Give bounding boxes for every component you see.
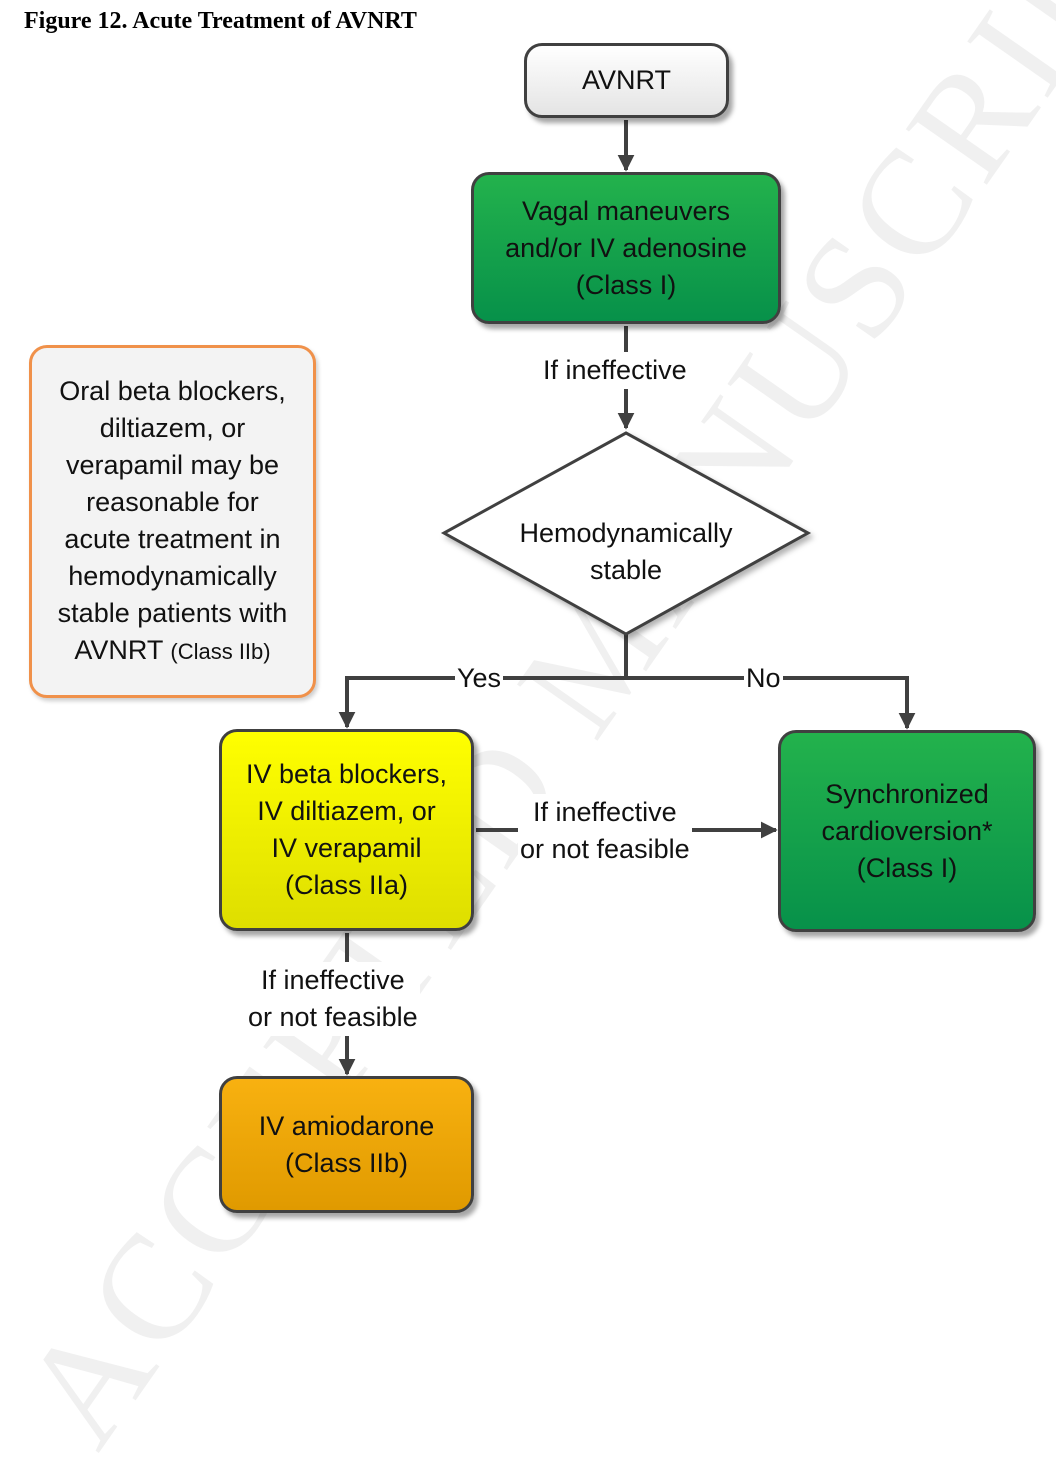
oral-therapy-note: Oral beta blockers, diltiazem, or verapa… [29, 345, 316, 698]
label-no: No [744, 660, 783, 697]
cardioversion-node: Synchronized cardioversion* (Class I) [778, 730, 1036, 932]
decision-hemodynamically-stable: Hemodynamically stable [519, 518, 733, 585]
edge-yes [338, 676, 626, 729]
iv-drugs-node: IV beta blockers, IV diltiazem, or IV ve… [219, 729, 474, 931]
note-class-text: (Class IIb) [170, 639, 271, 664]
amiodarone-node: IV amiodarone (Class IIb) [219, 1076, 474, 1213]
label-if-ineffective: If ineffective [541, 352, 689, 389]
edge-no [626, 676, 916, 730]
decision-diamond [440, 431, 812, 636]
label-yes: Yes [455, 660, 504, 697]
note-main-text: Oral beta blockers, diltiazem, or verapa… [57, 376, 288, 665]
vagal-adenosine-node: Vagal maneuvers and/or IV adenosine (Cla… [471, 172, 781, 324]
start-node-avnrt: AVNRT [524, 43, 729, 118]
label-iv-to-cardioversion: If ineffective or not feasible [518, 794, 692, 868]
label-iv-to-amiodarone: If ineffective or not feasible [246, 962, 420, 1036]
figure-title: Figure 12. Acute Treatment of AVNRT [24, 8, 417, 34]
